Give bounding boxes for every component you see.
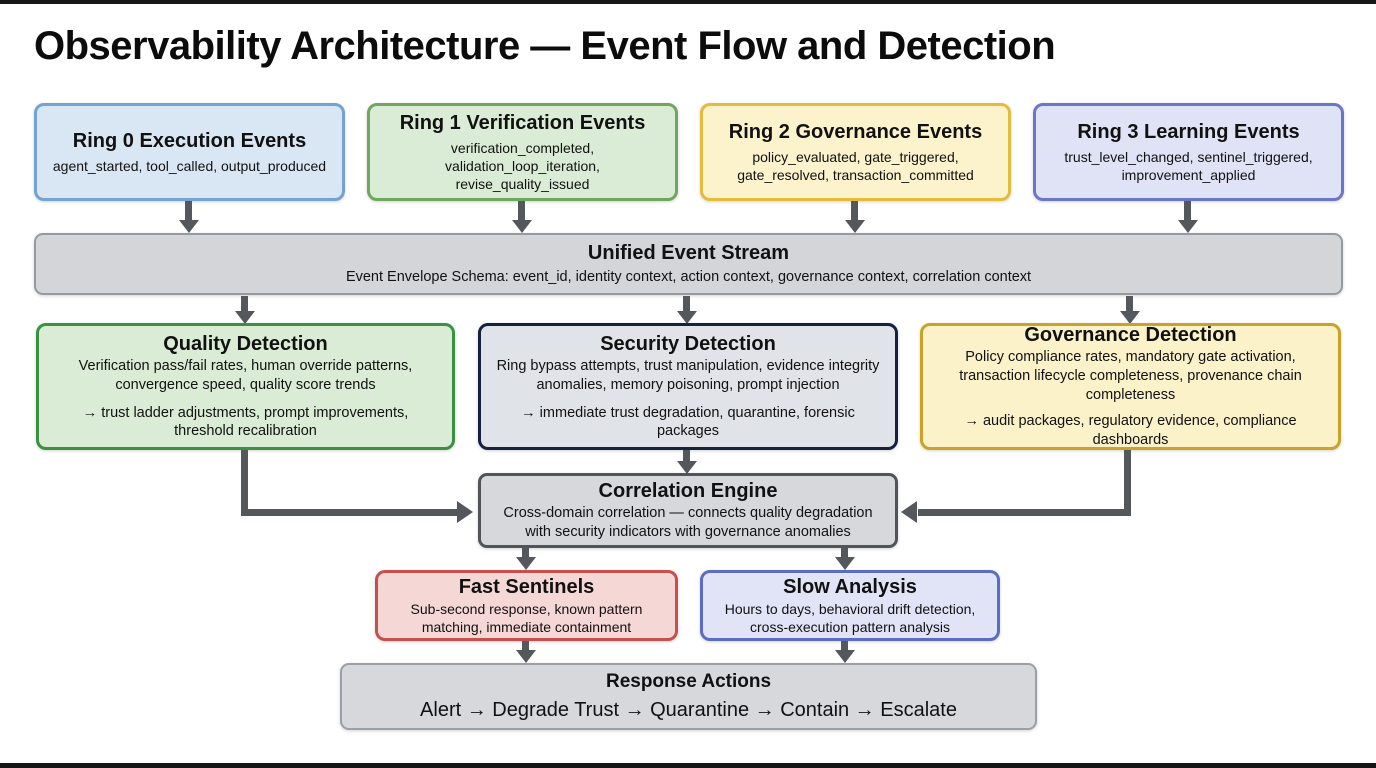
arrowhead-ring1-to-stream — [512, 220, 532, 233]
quality-detection-box: Quality Detection Verification pass/fail… — [36, 323, 455, 450]
arrowhead-correlation-to-fast — [516, 557, 536, 570]
arrowhead-correlation-to-slow — [835, 557, 855, 570]
ring2-governance-events-box: Ring 2 Governance Events policy_evaluate… — [700, 103, 1011, 201]
ring1-events: verification_completed, validation_loop_… — [445, 139, 600, 193]
ring2-events: policy_evaluated, gate_triggered, gate_r… — [737, 148, 974, 183]
stream-title: Unified Event Stream — [587, 242, 790, 265]
ring3-events: trust_level_changed, sentinel_triggered,… — [1064, 148, 1313, 183]
quality-title: Quality Detection — [163, 332, 328, 355]
arrowhead-governance-to-correlation — [901, 501, 917, 523]
arrow-governance-to-correlation-horizontal — [918, 509, 1131, 516]
arrow-stream-to-quality — [241, 296, 248, 312]
security-outputs: → immediate trust degradation, quarantin… — [521, 404, 855, 440]
arrowhead-ring2-to-stream — [845, 220, 865, 233]
arrow-quality-to-correlation-vertical — [241, 450, 248, 516]
ring2-title: Ring 2 Governance Events — [728, 120, 983, 143]
arrowhead-slow-to-response — [835, 650, 855, 663]
slow-analysis-description: Hours to days, behavioral drift detectio… — [724, 600, 976, 635]
security-signals: Ring bypass attempts, trust manipulation… — [496, 357, 880, 393]
top-edge-bar — [0, 0, 1376, 4]
governance-title: Governance Detection — [1024, 324, 1237, 347]
ring3-title: Ring 3 Learning Events — [1077, 120, 1300, 143]
arrowhead-stream-to-quality — [235, 311, 255, 324]
arrow-ring3-to-stream — [1184, 201, 1191, 221]
fast-sentinels-description: Sub-second response, known pattern match… — [410, 600, 643, 635]
fast-sentinels-box: Fast Sentinels Sub-second response, know… — [375, 570, 678, 641]
arrowhead-fast-to-response — [516, 650, 536, 663]
arrow-ring0-to-stream — [185, 201, 192, 221]
response-actions-title: Response Actions — [605, 671, 772, 693]
ring1-verification-events-box: Ring 1 Verification Events verification_… — [367, 103, 678, 201]
unified-event-stream-box: Unified Event Stream Event Envelope Sche… — [34, 233, 1343, 295]
page-title: Observability Architecture — Event Flow … — [34, 24, 1056, 68]
arrowhead-stream-to-governance — [1120, 311, 1140, 324]
ring0-title: Ring 0 Execution Events — [72, 129, 307, 152]
arrow-governance-to-correlation-vertical — [1124, 450, 1131, 516]
security-detection-box: Security Detection Ring bypass attempts,… — [478, 323, 898, 450]
stream-schema: Event Envelope Schema: event_id, identit… — [345, 269, 1032, 286]
governance-signals: Policy compliance rates, mandatory gate … — [959, 349, 1302, 404]
slow-analysis-box: Slow Analysis Hours to days, behavioral … — [700, 570, 1000, 641]
quality-signals: Verification pass/fail rates, human over… — [78, 357, 413, 393]
ring3-learning-events-box: Ring 3 Learning Events trust_level_chang… — [1033, 103, 1344, 201]
correlation-engine-box: Correlation Engine Cross-domain correlat… — [478, 473, 898, 548]
arrow-stream-to-security — [683, 296, 690, 312]
quality-outputs: → trust ladder adjustments, prompt impro… — [82, 404, 409, 440]
arrow-fast-to-response — [522, 641, 529, 652]
security-title: Security Detection — [600, 332, 776, 355]
correlation-title: Correlation Engine — [598, 480, 778, 503]
response-actions-sequence: Alert → Degrade Trust → Quarantine → Con… — [420, 698, 957, 721]
governance-outputs: → audit packages, regulatory evidence, c… — [964, 412, 1297, 448]
arrow-security-to-correlation — [683, 450, 690, 463]
ring0-execution-events-box: Ring 0 Execution Events agent_started, t… — [34, 103, 345, 201]
arrowhead-ring3-to-stream — [1178, 220, 1198, 233]
arrowhead-quality-to-correlation — [457, 501, 473, 523]
arrow-ring2-to-stream — [851, 201, 858, 221]
arrow-correlation-to-fast — [522, 548, 529, 559]
arrow-quality-to-correlation-horizontal — [241, 509, 457, 516]
arrow-stream-to-governance — [1126, 296, 1133, 312]
ring0-events: agent_started, tool_called, output_produ… — [52, 157, 327, 174]
response-actions-box: Response Actions Alert → Degrade Trust →… — [340, 663, 1037, 730]
arrow-ring1-to-stream — [518, 201, 525, 221]
arrow-correlation-to-slow — [841, 548, 848, 559]
arrowhead-ring0-to-stream — [179, 220, 199, 233]
ring1-title: Ring 1 Verification Events — [399, 111, 646, 134]
governance-detection-box: Governance Detection Policy compliance r… — [920, 323, 1341, 450]
arrow-slow-to-response — [841, 641, 848, 652]
bottom-edge-bar — [0, 763, 1376, 768]
arrowhead-security-to-correlation — [677, 461, 697, 474]
correlation-description: Cross-domain correlation — connects qual… — [503, 505, 873, 540]
arrowhead-stream-to-security — [677, 311, 697, 324]
slow-analysis-title: Slow Analysis — [783, 575, 917, 598]
fast-sentinels-title: Fast Sentinels — [458, 575, 595, 598]
